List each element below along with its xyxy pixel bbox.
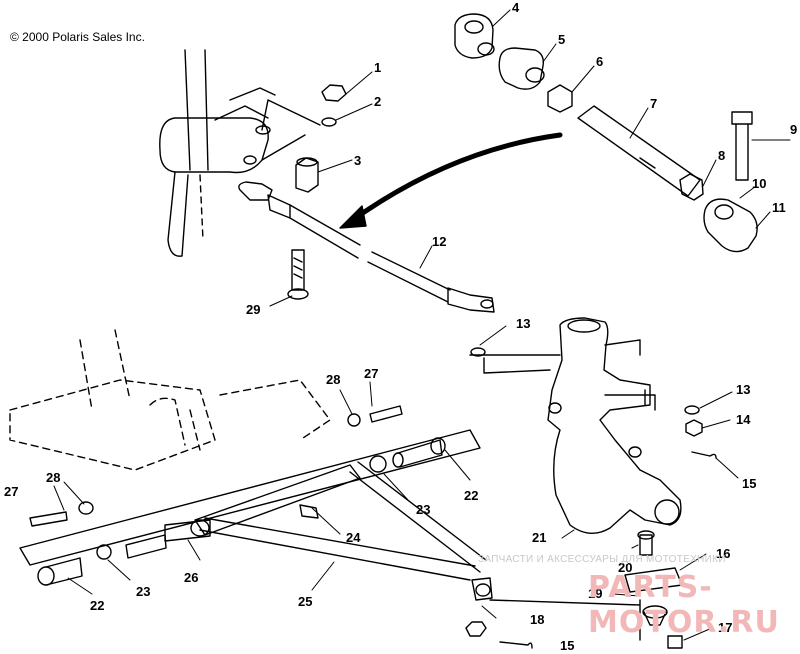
copyright-notice: © 2000 Polaris Sales Inc. (10, 30, 145, 44)
callout-28a: 28 (326, 372, 340, 387)
callout-29: 29 (246, 302, 260, 317)
callout-28b: 28 (46, 470, 60, 485)
callout-2: 2 (374, 94, 381, 109)
callout-21: 21 (532, 530, 546, 545)
callout-23a: 23 (416, 502, 430, 517)
direction-arrow (339, 132, 563, 229)
callout-18: 18 (530, 612, 544, 627)
callout-12: 12 (432, 234, 446, 249)
callout-11: 11 (772, 200, 786, 215)
callout-24: 24 (346, 530, 361, 545)
callout-16: 16 (716, 546, 730, 561)
tie-rod-assembly-upper (454, 13, 758, 253)
callout-27a: 27 (364, 366, 378, 381)
a-arm-25 (19, 429, 493, 601)
callout-7: 7 (650, 96, 657, 111)
callout-15b: 15 (560, 638, 574, 653)
callout-13a: 13 (516, 316, 530, 331)
callout-20: 20 (618, 560, 632, 575)
nut-washer-spacer-group (261, 84, 347, 193)
chassis-frame (9, 329, 331, 471)
leader-lines (53, 9, 791, 641)
tie-rod-12 (238, 181, 495, 313)
callout-9: 9 (790, 122, 797, 137)
watermark-tagline: ЗАПЧАСТИ И АКСЕССУАРЫ ДЛЯ МОТОТЕХНИКИ (478, 554, 726, 565)
callout-13b: 13 (736, 382, 750, 397)
callout-4: 4 (512, 0, 520, 15)
callout-15a: 15 (742, 476, 756, 491)
callout-22a: 22 (464, 488, 478, 503)
callout-3: 3 (354, 153, 361, 168)
callout-23b: 23 (136, 584, 150, 599)
callout-1: 1 (374, 60, 381, 75)
callout-25: 25 (298, 594, 312, 609)
right-fasteners (470, 347, 717, 459)
spindle-21 (469, 317, 682, 534)
callout-6: 6 (596, 54, 603, 69)
callout-8: 8 (718, 148, 725, 163)
callout-27b: 27 (4, 484, 18, 499)
callout-14: 14 (736, 412, 751, 427)
watermark-logo: PARTS-MOTOR.RU (588, 570, 780, 640)
ball-joint-assembly (465, 530, 683, 649)
callout-17: 17 (718, 620, 732, 635)
callout-26: 26 (184, 570, 198, 585)
callout-labels: 1 2 3 4 5 6 7 8 9 10 11 12 13 13 14 15 1… (4, 0, 797, 653)
callout-19: 19 (588, 586, 602, 601)
callout-10: 10 (752, 176, 766, 191)
steering-post (159, 49, 276, 257)
callout-5: 5 (558, 32, 565, 47)
bushings (37, 437, 446, 586)
callout-22b: 22 (90, 598, 104, 613)
bolts-27-28 (29, 405, 403, 527)
